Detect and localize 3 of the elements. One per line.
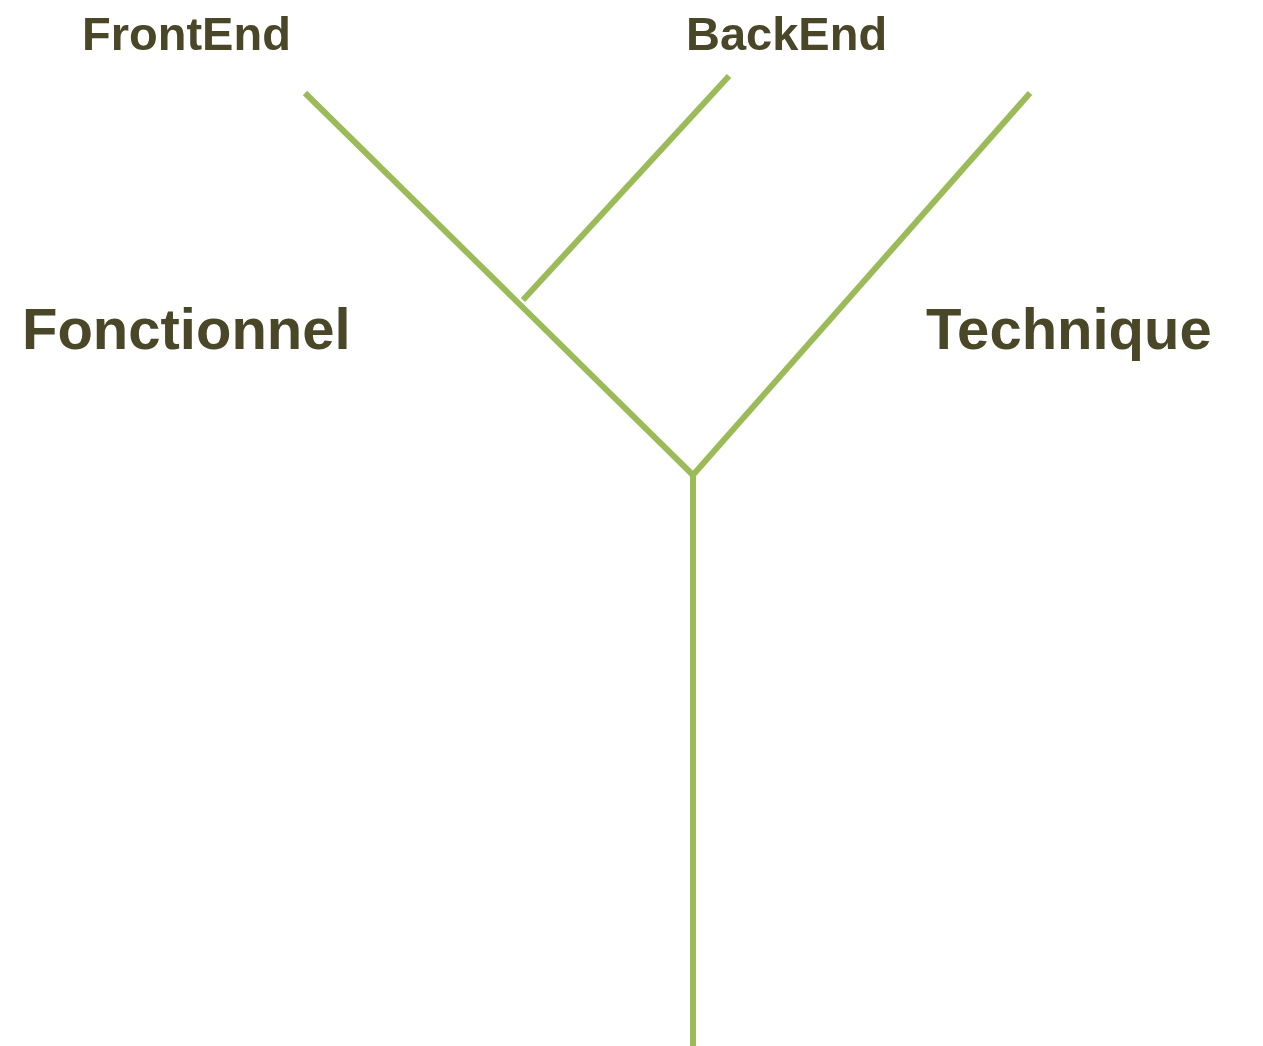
branch-label: BackEnd (686, 10, 888, 57)
branch-label: FrontEnd (82, 10, 291, 57)
branch-label: Fonctionnel (22, 300, 351, 358)
